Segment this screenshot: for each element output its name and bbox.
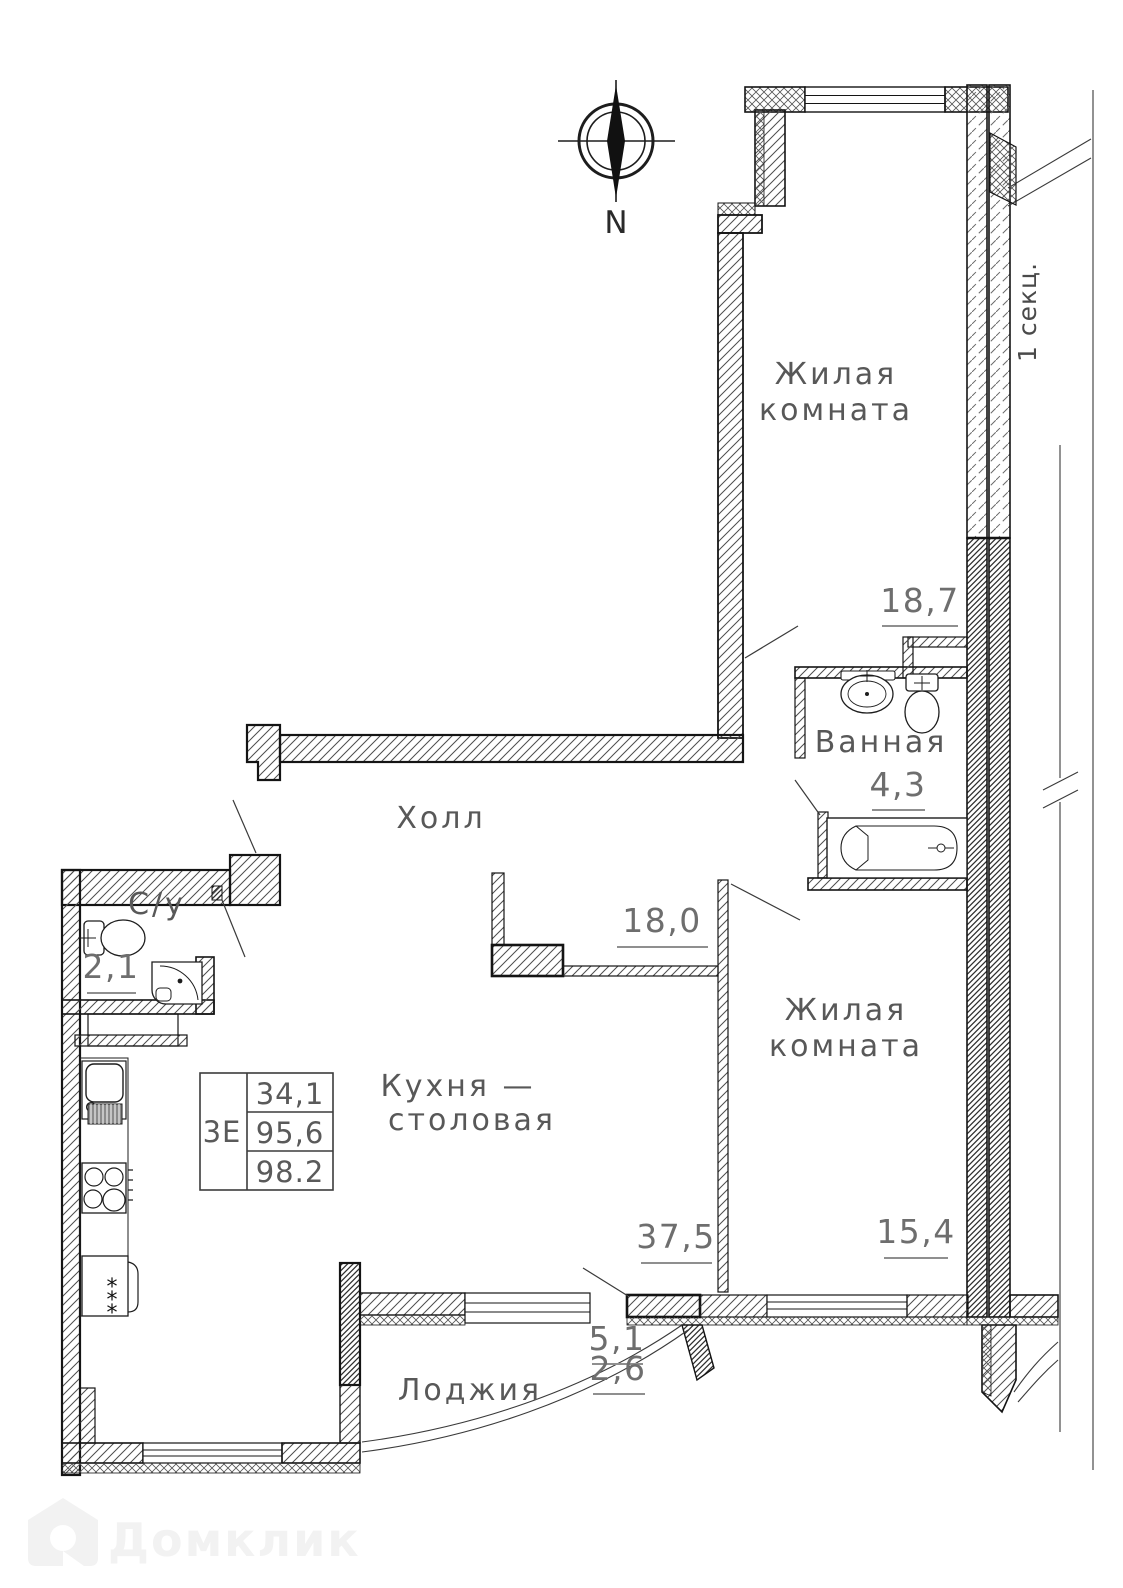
wall-wc-door-jamb <box>211 885 223 901</box>
wall-hall-north-pier <box>245 723 282 782</box>
wall-loggia-left-jog <box>79 1387 96 1444</box>
walls <box>60 84 1059 1477</box>
wall-top-left-corner <box>744 86 806 113</box>
wall-mid-strip <box>562 965 719 977</box>
area-living-room-2: 15,4 <box>876 1212 955 1251</box>
apartment-area-value: 95,6 <box>256 1116 325 1150</box>
svg-text:*: * <box>107 1275 118 1300</box>
room-labels: Жилая комната 18,7 Ванная 4,3 Холл 18,0 … <box>83 262 1042 1408</box>
area-wc: 2,1 <box>83 947 140 986</box>
wc-sink <box>151 961 203 1005</box>
watermark-text: Домклик <box>108 1513 361 1567</box>
insulation-room2-bottom <box>626 1316 968 1326</box>
label-living-room-2-line2: комната <box>769 1029 923 1064</box>
wall-room2-bottom-a <box>699 1294 768 1318</box>
area-loggia-reduced: 2,6 <box>590 1349 647 1388</box>
compass-north-label: N <box>604 205 627 241</box>
wall-loggia-pier-angled <box>681 1324 715 1382</box>
bathroom-sink <box>840 670 896 714</box>
insulation-corner-bottom-right <box>981 1324 992 1397</box>
fixtures: * * * <box>78 670 968 1326</box>
wall-exterior-left <box>60 868 82 1477</box>
loggia-curved-front <box>361 1324 689 1453</box>
door-leader-loggia <box>582 1267 629 1297</box>
window-upper-room <box>804 86 946 113</box>
section-boundary <box>1007 90 1094 1470</box>
svg-text:*: * <box>107 1288 118 1313</box>
section-label: 1 секц. <box>1013 262 1042 362</box>
living-area-value: 34,1 <box>256 1077 325 1111</box>
wall-upper-room-step-insulation <box>717 202 756 216</box>
window-loggia <box>142 1442 283 1464</box>
insulation-loggia-bottom <box>61 1462 361 1474</box>
wall-exterior-right-outer-top <box>966 84 988 539</box>
wall-bath-niche <box>907 636 968 648</box>
label-loggia: Лоджия <box>398 1373 542 1408</box>
wall-bath-bottom <box>807 877 968 891</box>
wall-mid-stub-vertical <box>491 872 505 946</box>
area-bathroom: 4,3 <box>870 765 927 804</box>
kitchen-counter: * * * <box>79 1057 139 1326</box>
opening-dimension: 18,0 <box>622 901 701 940</box>
watermark: Домклик <box>28 1498 361 1567</box>
wall-room2-bottom-c <box>1009 1294 1059 1318</box>
kitchen-fridge: * * * <box>81 1255 139 1326</box>
wc-toilet <box>78 919 146 957</box>
wall-room2-left <box>717 879 729 1293</box>
window-kitchen-loggia <box>464 1292 591 1324</box>
wall-exterior-right-inner-bottom <box>988 537 1011 1318</box>
area-kitchen: 37,5 <box>636 1217 715 1256</box>
wall-upper-room-left <box>717 232 744 739</box>
wall-section-connector <box>989 131 1017 206</box>
label-kitchen-line1: Кухня — <box>380 1069 535 1104</box>
compass-needle <box>607 85 625 198</box>
door-leader-entrance <box>232 799 257 854</box>
insulation-kitchen-loggia <box>359 1314 466 1326</box>
wall-mid-block <box>490 943 565 978</box>
wall-upper-room-step <box>717 214 763 234</box>
svg-text:*: * <box>107 1301 118 1326</box>
door-leaders <box>221 625 821 1297</box>
wall-exterior-right-outer-bottom <box>966 537 988 1318</box>
wall-upper-room-left-top-insulation <box>754 109 765 207</box>
area-living-room-1: 18,7 <box>880 581 959 620</box>
duct-box <box>74 1013 188 1047</box>
label-living-room-1-line2: комната <box>759 393 913 428</box>
wall-bath-niche-stub <box>902 636 914 679</box>
total-area-value: 98.2 <box>256 1155 325 1189</box>
door-leader-upper-room <box>744 625 799 659</box>
info-table: 3Е 34,1 95,6 98.2 <box>199 1072 334 1191</box>
kitchen-stove <box>81 1162 133 1214</box>
wall-room2-bottom-b <box>906 1294 969 1318</box>
wall-loggia-bottom-b <box>281 1442 361 1464</box>
wall-entrance-pier <box>228 853 282 907</box>
label-wc: С/у <box>128 887 186 922</box>
label-hall: Холл <box>396 801 485 836</box>
wall-kitchen-loggia <box>359 1292 466 1316</box>
door-leader-bathroom <box>794 779 821 816</box>
break-symbol <box>1042 771 1079 809</box>
area-loggia-full: 5,1 <box>589 1319 646 1358</box>
window-room2 <box>766 1294 908 1318</box>
door-leader-wc <box>221 899 246 958</box>
label-living-room-1-line1: Жилая <box>775 357 897 392</box>
label-kitchen-line2: столовая <box>388 1103 556 1138</box>
wall-loggia-bottom-a <box>61 1442 144 1464</box>
bathroom-toilet <box>904 673 940 734</box>
unit-type: 3Е <box>203 1115 242 1149</box>
bathtub <box>826 817 968 879</box>
label-bathroom: Ванная <box>815 725 948 760</box>
wall-loggia-right-pier <box>339 1384 361 1444</box>
insulation-room2-bottom-right <box>966 1316 1059 1326</box>
wall-room2-bottom-pier <box>625 1293 702 1319</box>
compass-rose: N <box>558 80 675 241</box>
wall-kitchen-loggia-pier <box>338 1261 362 1387</box>
label-living-room-2-line1: Жилая <box>785 993 907 1028</box>
door-leader-room2 <box>730 883 801 921</box>
kitchen-sink <box>81 1060 127 1125</box>
wall-hall-north <box>278 733 745 764</box>
wall-wc-top <box>60 868 232 907</box>
wall-bath-left <box>794 677 806 759</box>
